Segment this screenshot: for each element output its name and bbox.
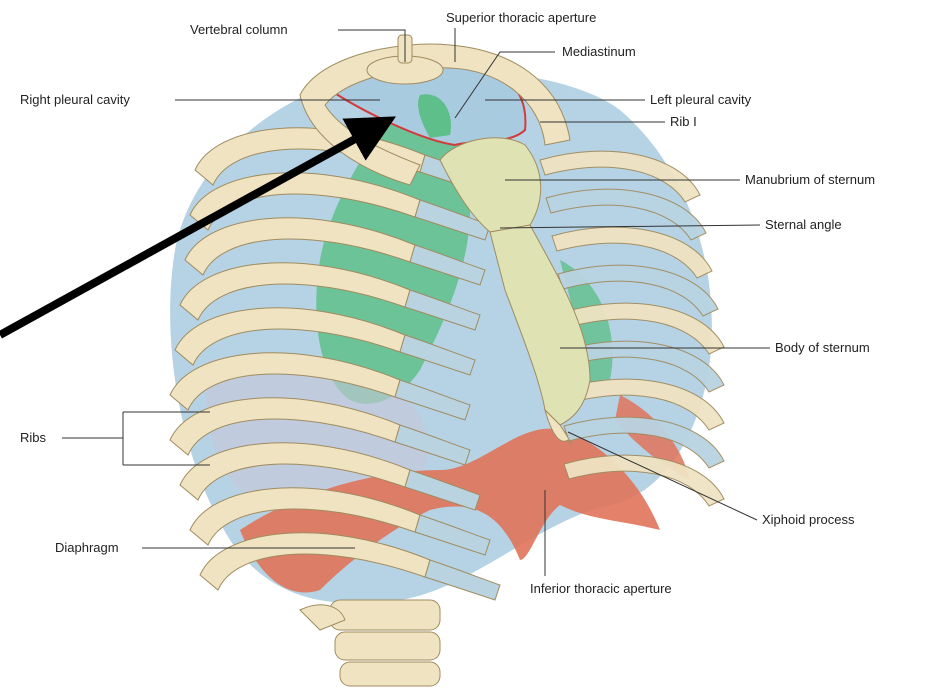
label-inferior-thoracic-aperture: Inferior thoracic aperture bbox=[530, 581, 672, 596]
label-sternal-angle: Sternal angle bbox=[765, 217, 842, 232]
label-manubrium-of-sternum: Manubrium of sternum bbox=[745, 172, 875, 187]
label-diaphragm: Diaphragm bbox=[55, 540, 119, 555]
label-vertebral-column: Vertebral column bbox=[190, 22, 288, 37]
label-superior-thoracic-aperture: Superior thoracic aperture bbox=[446, 10, 596, 25]
label-mediastinum: Mediastinum bbox=[562, 44, 636, 59]
label-left-pleural-cavity: Left pleural cavity bbox=[650, 92, 752, 107]
label-right-pleural-cavity: Right pleural cavity bbox=[20, 92, 130, 107]
label-rib-1: Rib I bbox=[670, 114, 697, 129]
lower-vertebrae bbox=[300, 600, 440, 686]
label-ribs: Ribs bbox=[20, 430, 47, 445]
label-body-of-sternum: Body of sternum bbox=[775, 340, 870, 355]
label-xiphoid-process: Xiphoid process bbox=[762, 512, 855, 527]
